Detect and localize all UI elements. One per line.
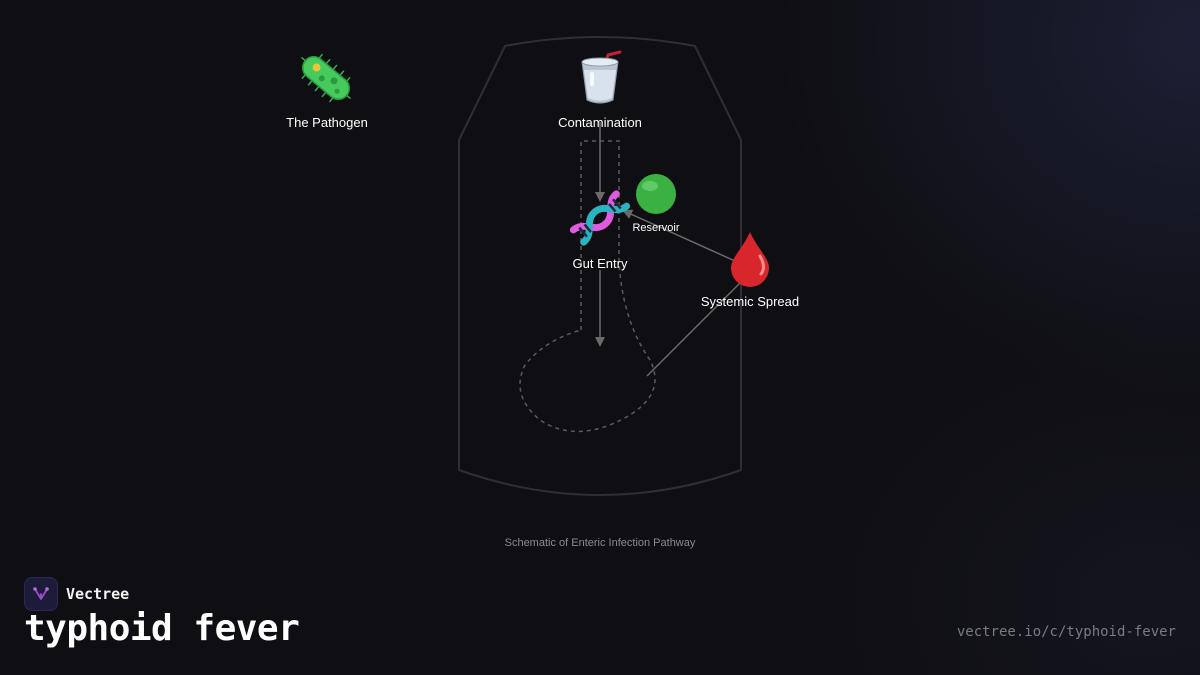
green-circle-icon — [636, 174, 676, 214]
blood-drop-icon — [731, 232, 769, 287]
vectree-logo-icon — [24, 577, 58, 611]
esophagus-outline — [519, 140, 656, 433]
arrow-intestine-to-blood — [646, 274, 749, 377]
arrow-blood-to-reservoir — [622, 209, 736, 262]
gut-entry-label: Gut Entry — [573, 256, 628, 271]
brand-name: Vectree — [66, 585, 130, 603]
reservoir-label: Reservoir — [632, 222, 679, 234]
bacteria-icon — [301, 53, 351, 103]
contamination-label: Contamination — [558, 115, 642, 130]
cup-with-straw-icon — [581, 50, 622, 104]
page-title: typhoid fever — [24, 608, 300, 649]
diagram-caption: Schematic of Enteric Infection Pathway — [505, 537, 696, 549]
brand[interactable]: Vectree — [24, 577, 129, 611]
body-outline — [458, 36, 742, 496]
page-url[interactable]: vectree.io/c/typhoid-fever — [956, 624, 1176, 640]
systemic-spread-label: Systemic Spread — [701, 294, 799, 309]
pathogen-label: The Pathogen — [286, 115, 368, 130]
dna-icon — [569, 190, 631, 246]
